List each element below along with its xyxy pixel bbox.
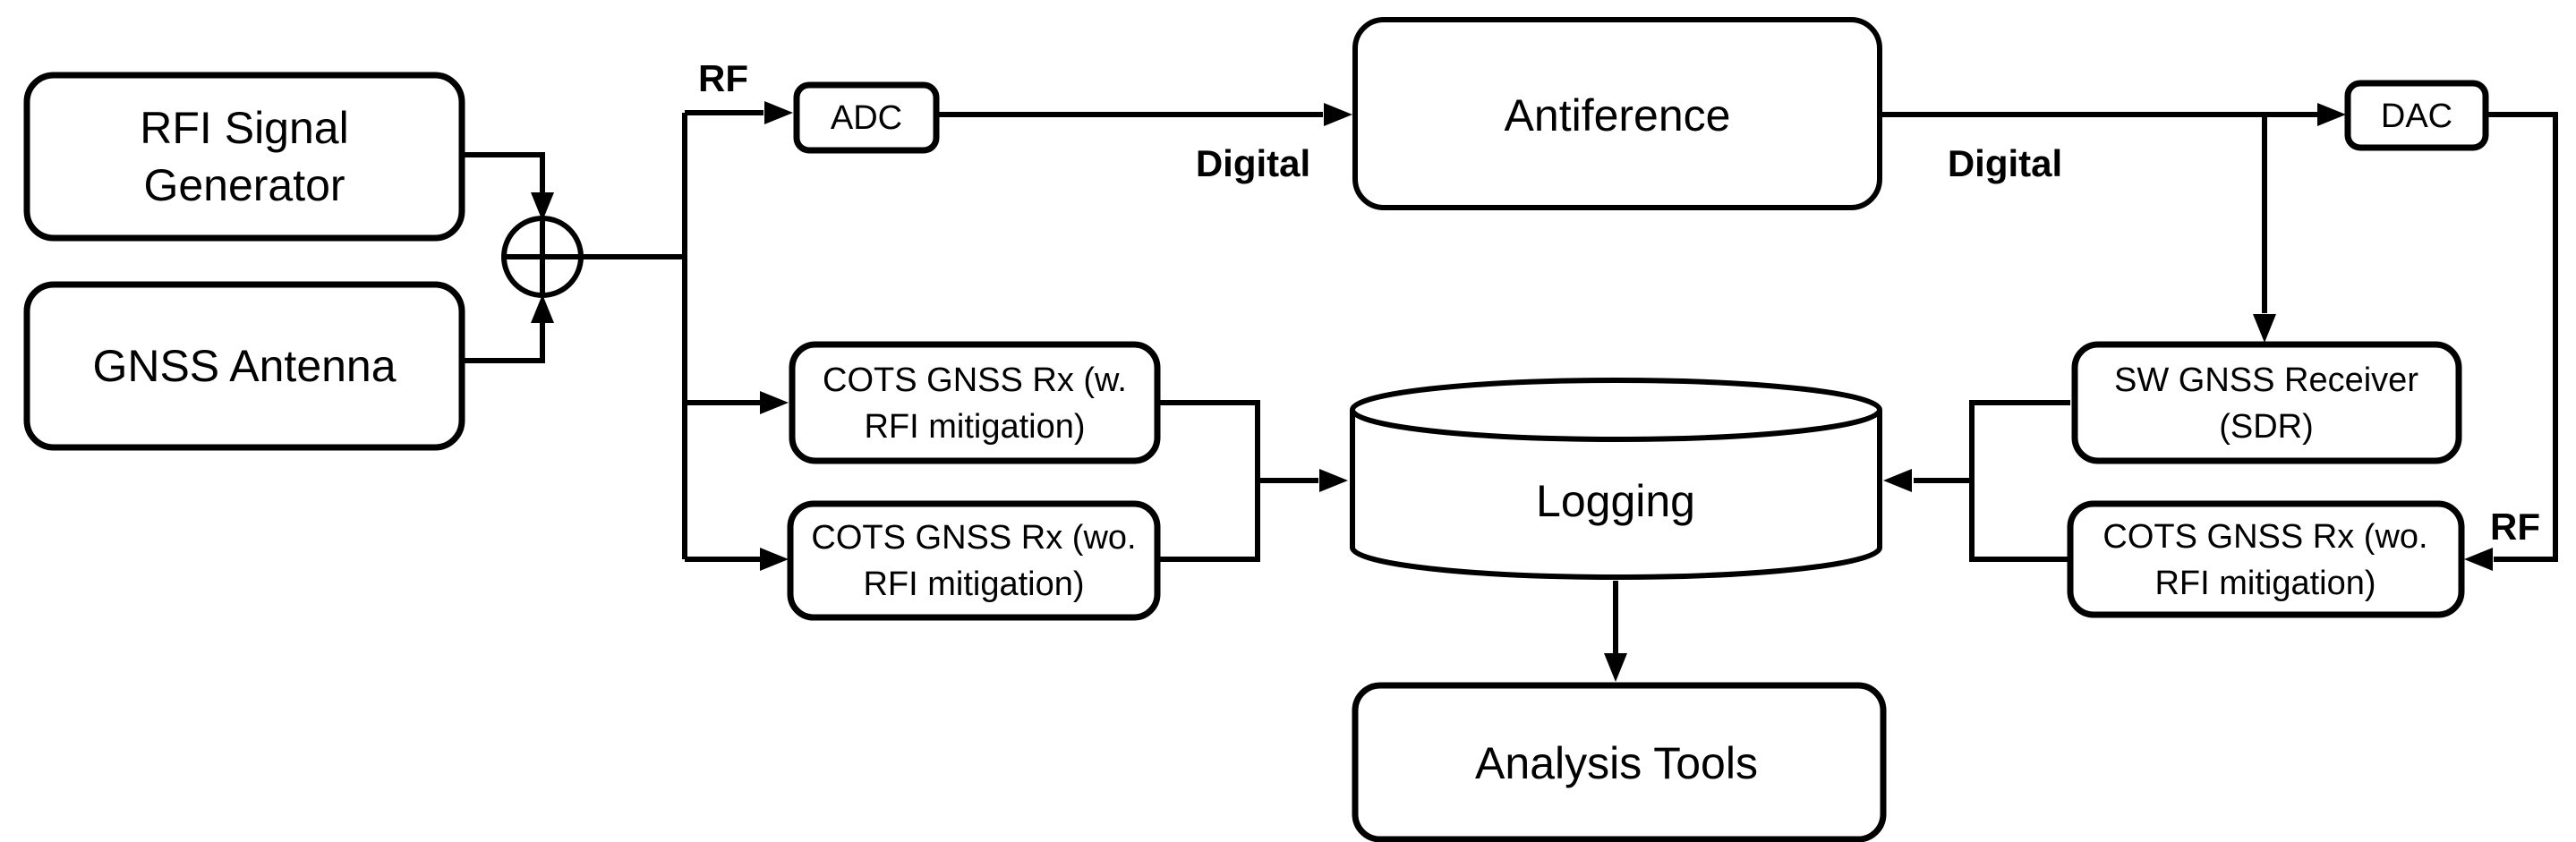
gnss-antenna-label: GNSS Antenna <box>92 341 396 391</box>
edge-dac-to-cots-wo-right <box>2484 112 2558 562</box>
cots-gnss-rx-wo-right-label-line2: RFI mitigation) <box>2154 565 2376 602</box>
cots-gnss-rx-w-label-line2: RFI mitigation) <box>864 408 1085 446</box>
rfi-signal-generator-label-line1: RFI Signal <box>140 103 348 153</box>
signal-label-digital-in: Digital <box>1196 142 1310 184</box>
node-cots-gnss-rx-w <box>789 341 1161 464</box>
adc-label: ADC <box>831 99 902 137</box>
arrowhead-into-summer-top <box>531 192 554 221</box>
sw-gnss-receiver-label-line1: SW GNSS Receiver <box>2114 361 2418 399</box>
arrowhead-into-analysis-tools <box>1604 653 1627 682</box>
arrowhead-into-summer-bottom <box>531 294 554 323</box>
rfi-signal-generator-label-line2: Generator <box>143 160 345 210</box>
sw-gnss-receiver-label-line2: (SDR) <box>2219 408 2314 446</box>
signal-label-rf-input: RF <box>698 57 748 99</box>
node-cots-gnss-rx-wo-right <box>2067 500 2465 618</box>
arrowhead-into-logging-right <box>1883 469 1912 492</box>
node-sw-gnss-receiver <box>2071 341 2462 464</box>
logging-cylinder-top <box>1350 378 1882 442</box>
cots-gnss-rx-wo-left-label-line2: RFI mitigation) <box>863 566 1084 603</box>
logging-cylinder-body <box>1350 410 1882 580</box>
edge-right-receivers-merge <box>1969 400 2070 562</box>
node-antiference <box>1352 17 1882 210</box>
cots-gnss-rx-w-label-line1: COTS GNSS Rx (w. <box>823 361 1127 399</box>
edge-rfi-generator-to-summer <box>462 152 545 194</box>
arrowhead-into-antiference <box>1324 103 1352 126</box>
node-cots-gnss-rx-wo-left <box>787 500 1161 621</box>
arrowhead-into-cots-wo-right <box>2464 548 2493 571</box>
signal-label-digital-out: Digital <box>1948 142 2062 184</box>
node-analysis-tools <box>1352 682 1887 842</box>
antiference-label: Antiference <box>1505 90 1731 140</box>
arrowhead-into-logging-left <box>1319 469 1348 492</box>
arrowhead-into-sw-receiver <box>2253 314 2276 343</box>
arrowhead-into-adc <box>764 101 793 124</box>
arrowhead-into-cots-wo-left <box>760 548 789 571</box>
node-gnss-antenna <box>23 281 465 451</box>
cots-gnss-rx-wo-right-label-line1: COTS GNSS Rx (wo. <box>2103 518 2427 556</box>
analysis-tools-label: Analysis Tools <box>1475 738 1758 788</box>
dac-label: DAC <box>2381 98 2452 135</box>
signal-label-rf-output: RF <box>2490 506 2540 548</box>
node-dac <box>2344 80 2489 151</box>
edge-cots-left-merge <box>1157 400 1260 562</box>
logging-label: Logging <box>1536 476 1695 526</box>
node-adc <box>793 81 940 154</box>
node-rfi-signal-generator <box>23 72 465 242</box>
cots-gnss-rx-wo-left-label-line1: COTS GNSS Rx (wo. <box>811 519 1136 557</box>
edge-gnss-antenna-to-summer <box>462 323 545 363</box>
arrowhead-into-cots-w <box>760 391 789 414</box>
arrowhead-into-dac <box>2317 103 2346 126</box>
